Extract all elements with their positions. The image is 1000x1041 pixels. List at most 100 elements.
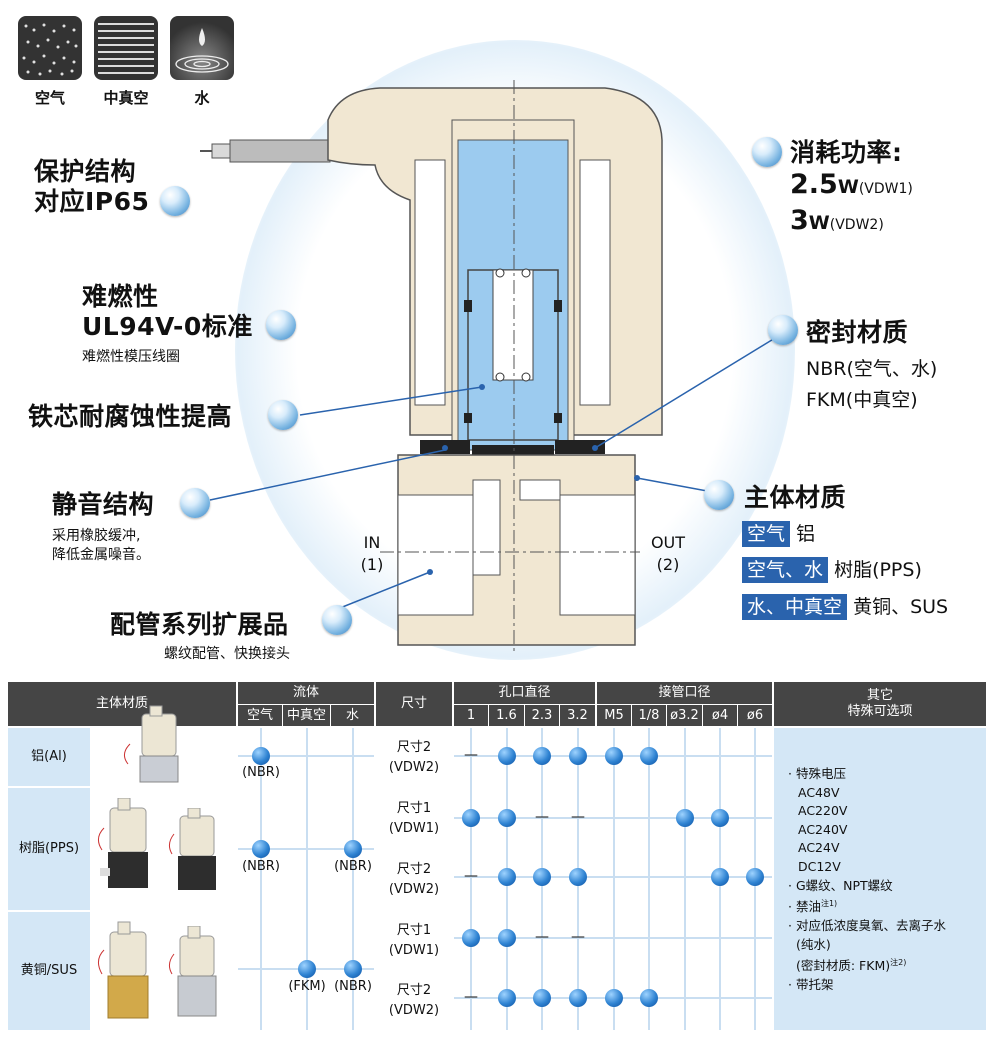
grid-line (613, 728, 615, 1030)
grid-line (238, 755, 374, 757)
port-dot (605, 989, 623, 1007)
product-photo-al (124, 705, 179, 783)
th-p2: 1/8 (632, 705, 666, 726)
product-photo-brass (98, 921, 149, 1019)
quiet-sub-2: 降低金属噪音。 (52, 547, 150, 563)
th-water: 水 (331, 705, 374, 726)
piping-sub: 螺纹配管、快换接头 (164, 646, 290, 662)
grid-line (306, 728, 308, 1030)
size-area (376, 728, 452, 1030)
port-dot (605, 747, 623, 765)
grid-line (648, 728, 650, 1030)
options-list: · 特殊电压 AC48V AC220V AC240V AC24V DC12V ·… (788, 766, 946, 992)
flame-sub: 难燃性模压线圈 (82, 349, 180, 365)
ip65-bullet-icon (160, 186, 190, 216)
orifice-dot (569, 989, 587, 1007)
core-title: 铁芯耐腐蚀性提高 (28, 402, 233, 431)
material-pps: 树脂(PPS) (18, 841, 80, 856)
fluid-dot (344, 960, 362, 978)
grid-line (260, 728, 262, 1030)
port-dot (711, 809, 729, 827)
grid-line (454, 876, 772, 878)
options-area (774, 728, 986, 1030)
orifice-dot (462, 929, 480, 947)
seal-line-1: NBR(空气、水) (806, 358, 938, 380)
orifice-dot (498, 868, 516, 886)
grid-line (470, 728, 472, 1030)
out-port-label: OUT(2) (650, 533, 686, 574)
quiet-title: 静音结构 (52, 490, 155, 519)
body-title: 主体材质 (744, 483, 847, 512)
size-row-1: 尺寸2(VDW2) (388, 740, 440, 775)
th-orifice: 孔口直径 (454, 682, 595, 704)
fluid-dot (252, 747, 270, 765)
material-brass: 黄铜/SUS (20, 963, 78, 978)
material-al: 铝(Al) (31, 749, 67, 764)
vacuum-icon (94, 16, 158, 80)
flame-title-1: 难燃性 (82, 282, 159, 311)
water-icon (170, 16, 234, 80)
th-air: 空气 (238, 705, 282, 726)
orifice-dot (498, 747, 516, 765)
grid-line (454, 937, 772, 939)
grid-line (352, 728, 354, 1030)
dash: — (571, 809, 585, 825)
dash: — (464, 747, 478, 763)
orifice-dot (498, 809, 516, 827)
piping-bullet-icon (322, 605, 352, 635)
body-row-1: 空气 铝 (742, 521, 815, 547)
th-vac: 中真空 (283, 705, 330, 726)
port-dot (640, 747, 658, 765)
th-o1: 1 (454, 705, 488, 726)
port-dot (711, 868, 729, 886)
product-photo-pps-2 (168, 808, 216, 890)
fluid-dot (252, 840, 270, 858)
power-vdw2: 3W(VDW2) (790, 205, 884, 236)
port-dot (640, 989, 658, 1007)
product-photo-pps-1 (98, 798, 148, 888)
orifice-dot (533, 989, 551, 1007)
th-o4: 3.2 (560, 705, 595, 726)
quiet-bullet-icon (180, 488, 210, 518)
fluid-nbr-label: (NBR) (242, 859, 280, 874)
power-bullet-icon (752, 137, 782, 167)
fluid-dot (298, 960, 316, 978)
seal-line-2: FKM(中真空) (806, 389, 918, 411)
grid-line (238, 848, 374, 850)
size-row-4: 尺寸1(VDW1) (388, 923, 440, 958)
size-row-5: 尺寸2(VDW2) (388, 983, 440, 1018)
valve-cross-section (200, 80, 663, 655)
quiet-sub-1: 采用橡胶缓冲, (52, 528, 141, 544)
seal-title: 密封材质 (806, 318, 909, 347)
fluid-nbr-label: (NBR) (242, 765, 280, 780)
orifice-dot (569, 868, 587, 886)
th-port: 接管口径 (597, 682, 772, 704)
body-row-3: 水、中真空 黄铜、SUS (742, 594, 948, 620)
th-body: 主体材质 (8, 682, 236, 726)
power-title: 消耗功率: (790, 138, 903, 167)
row-sep (376, 788, 452, 790)
product-photo-sus (168, 926, 217, 1017)
orifice-dot (498, 989, 516, 1007)
body-bullet-icon (704, 480, 734, 510)
grid-line (684, 728, 686, 1030)
th-fluid: 流体 (238, 682, 374, 704)
air-label: 空气 (34, 89, 65, 107)
th-p3: ø3.2 (667, 705, 702, 726)
dash: — (535, 809, 549, 825)
port-dot (676, 809, 694, 827)
fluid-fkm-label: (FKM) (288, 979, 326, 994)
ip65-title-2: 对应IP65 (34, 187, 150, 216)
orifice-dot (462, 809, 480, 827)
fluid-dot (344, 840, 362, 858)
ip65-title-1: 保护结构 (34, 157, 137, 186)
power-vdw1: 2.5W(VDW1) (790, 169, 913, 200)
in-port-label: IN(1) (360, 533, 384, 574)
th-o2: 1.6 (489, 705, 524, 726)
th-p5: ø6 (738, 705, 772, 726)
dash: — (464, 868, 478, 884)
body-row-2: 空气、水 树脂(PPS) (742, 557, 922, 583)
th-p4: ø4 (703, 705, 737, 726)
dash: — (571, 929, 585, 945)
orifice-dot (498, 929, 516, 947)
